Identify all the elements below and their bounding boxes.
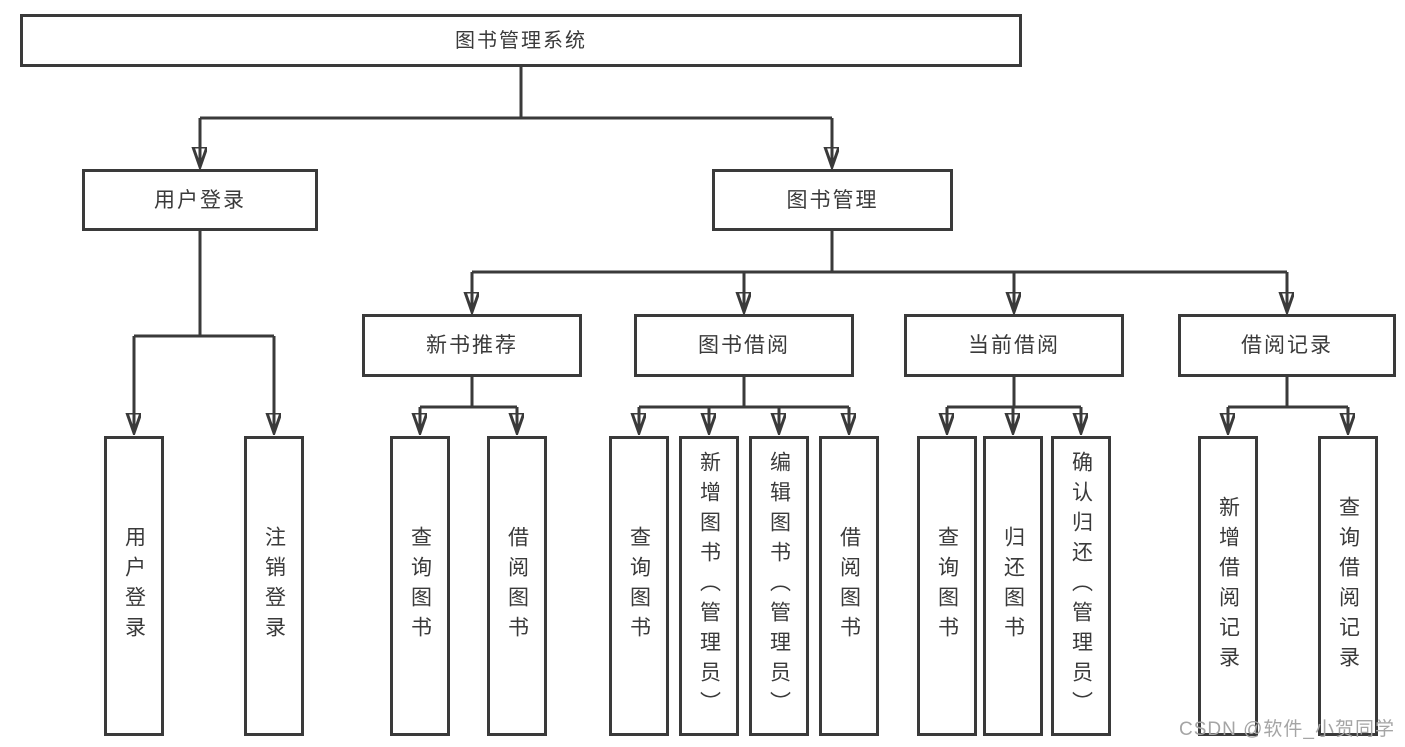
node-label: 新书推荐: [426, 334, 518, 357]
leaf-bb-borrow-books: 借阅图书: [819, 436, 879, 736]
node-label: 图书管理: [786, 188, 879, 212]
leaf-br-query-record: 查询借阅记录: [1318, 436, 1378, 736]
node-book-borrow: 图书借阅: [634, 314, 854, 377]
node-label: 查询图书: [935, 526, 959, 646]
node-label: 借阅图书: [837, 526, 861, 646]
leaf-cb-confirm-return-admin: 确认归还（管理员）: [1051, 436, 1111, 736]
leaf-user-login: 用户登录: [104, 436, 164, 736]
leaf-nb-borrow-books: 借阅图书: [487, 436, 547, 736]
leaf-logout: 注销登录: [244, 436, 304, 736]
connector-user-login-to-children: [134, 231, 274, 432]
connector-current-borrow-to-children: [947, 377, 1081, 432]
leaf-cb-query-books: 查询图书: [917, 436, 977, 736]
node-label: 编辑图书（管理员）: [767, 451, 791, 721]
node-label: 注销登录: [262, 526, 286, 646]
node-label: 图书借阅: [698, 334, 790, 357]
node-root: 图书管理系统: [20, 14, 1022, 67]
node-label: 新增图书（管理员）: [697, 451, 721, 721]
leaf-br-add-record: 新增借阅记录: [1198, 436, 1258, 736]
node-label: 确认归还（管理员）: [1069, 451, 1093, 721]
leaf-bb-add-books-admin: 新增图书（管理员）: [679, 436, 739, 736]
node-new-book-recommend: 新书推荐: [362, 314, 582, 377]
node-label: 查询借阅记录: [1336, 496, 1360, 676]
connector-root-to-level2: [200, 67, 832, 166]
connector-borrow-records-to-children: [1228, 377, 1348, 432]
node-label: 用户登录: [154, 188, 246, 212]
leaf-bb-query-books: 查询图书: [609, 436, 669, 736]
leaf-nb-query-books: 查询图书: [390, 436, 450, 736]
node-current-borrow: 当前借阅: [904, 314, 1124, 377]
node-label: 查询图书: [408, 526, 432, 646]
leaf-bb-edit-books-admin: 编辑图书（管理员）: [749, 436, 809, 736]
connector-book-management-to-children: [472, 231, 1287, 311]
node-label: 借阅图书: [505, 526, 529, 646]
watermark: CSDN @软件_小贺同学: [1179, 719, 1395, 740]
node-label: 查询图书: [627, 526, 651, 646]
node-label: 新增借阅记录: [1216, 496, 1240, 676]
node-label: 归还图书: [1001, 526, 1025, 646]
node-label: 用户登录: [122, 526, 146, 646]
node-borrow-records: 借阅记录: [1178, 314, 1396, 377]
leaf-cb-return-books: 归还图书: [983, 436, 1043, 736]
node-book-management: 图书管理: [712, 169, 953, 231]
node-user-login: 用户登录: [82, 169, 318, 231]
node-label: 借阅记录: [1241, 334, 1333, 357]
connector-book-borrow-to-children: [639, 377, 849, 432]
node-label: 当前借阅: [968, 334, 1060, 357]
node-label: 图书管理系统: [455, 29, 587, 52]
connector-new-book-recommend-to-children: [420, 377, 517, 432]
